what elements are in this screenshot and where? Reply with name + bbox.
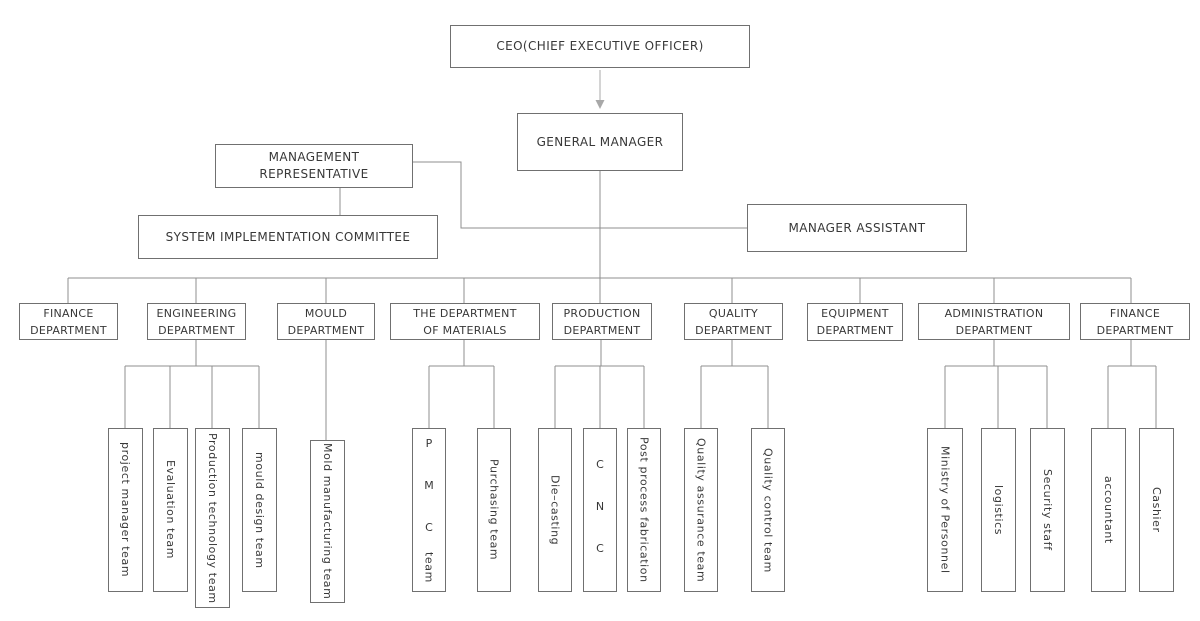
node-manager-assistant-label: MANAGER ASSISTANT bbox=[788, 220, 926, 235]
team-quality-control: Quality control team bbox=[751, 428, 785, 592]
node-ceo-label: CEO(CHIEF EXECUTIVE OFFICER) bbox=[496, 39, 704, 53]
team-mold-manufacturing-label: Mold manufacturing team bbox=[321, 443, 334, 600]
connector-quality-teams bbox=[700, 340, 769, 430]
dept-quality-line2: DEPARTMENT bbox=[695, 323, 772, 337]
team-evaluation: Evaluation team bbox=[153, 428, 188, 592]
dept-engineering-line1: ENGINEERING bbox=[156, 306, 237, 320]
connector-management-representative bbox=[339, 161, 747, 229]
team-cnc-letters: C N C bbox=[593, 457, 607, 563]
team-production-technology-label: Production technology team bbox=[206, 432, 219, 604]
dept-finance-right: FINANCE DEPARTMENT bbox=[1080, 303, 1190, 340]
connector-ceo-to-general-manager bbox=[595, 70, 605, 109]
team-mould-design-label: mould design team bbox=[253, 451, 266, 569]
dept-production: PRODUCTION DEPARTMENT bbox=[552, 303, 652, 340]
node-management-representative: MANAGEMENT REPRESENTATIVE bbox=[215, 144, 413, 188]
team-logistics: logistics bbox=[981, 428, 1016, 592]
dept-engineering-line2: DEPARTMENT bbox=[158, 323, 235, 337]
node-management-representative-line1: MANAGEMENT bbox=[268, 150, 360, 164]
node-manager-assistant: MANAGER ASSISTANT bbox=[747, 204, 967, 252]
dept-mould-line2: DEPARTMENT bbox=[287, 323, 365, 337]
node-general-manager-label: GENERAL MANAGER bbox=[536, 134, 664, 149]
dept-finance-left-line1: FINANCE bbox=[43, 306, 94, 320]
team-post-process-fabrication-label: Post process fabrication bbox=[637, 437, 651, 583]
team-ministry-of-personnel-label: Ministry of Personnel bbox=[938, 446, 952, 574]
node-management-representative-line2: REPRESENTATIVE bbox=[259, 167, 369, 181]
team-quality-assurance: Quality assurance team bbox=[684, 428, 718, 592]
team-logistics-label: logistics bbox=[992, 484, 1005, 536]
dept-equipment-line1: EQUIPMENT bbox=[821, 307, 889, 320]
dept-administration: ADMINISTRATION DEPARTMENT bbox=[918, 303, 1070, 340]
team-post-process-fabrication: Post process fabrication bbox=[627, 428, 661, 592]
team-pmc-suffix: team bbox=[422, 552, 436, 583]
team-pmc-letters: P M C bbox=[422, 437, 436, 543]
team-purchasing-label: Purchasing team bbox=[487, 459, 501, 561]
team-pmc: P M C team bbox=[412, 428, 446, 592]
dept-mould-line1: MOULD bbox=[304, 306, 348, 320]
team-accountant-label: accountant bbox=[1102, 476, 1115, 544]
team-evaluation-label: Evaluation team bbox=[164, 460, 177, 560]
connector-gm-to-departments bbox=[67, 171, 1132, 304]
team-mold-manufacturing: Mold manufacturing team bbox=[310, 440, 345, 603]
dept-mould: MOULD DEPARTMENT bbox=[277, 303, 375, 340]
dept-materials: THE DEPARTMENT OF MATERIALS bbox=[390, 303, 540, 340]
node-system-implementation-committee-label: SYSTEM IMPLEMENTATION COMMITTEE bbox=[165, 229, 411, 244]
node-ceo: CEO(CHIEF EXECUTIVE OFFICER) bbox=[450, 25, 750, 68]
team-cashier: Cashier bbox=[1139, 428, 1174, 592]
dept-finance-left: FINANCE DEPARTMENT bbox=[19, 303, 118, 340]
team-die-casting-label: Die–casting bbox=[548, 474, 562, 546]
dept-finance-left-line2: DEPARTMENT bbox=[30, 323, 107, 337]
team-die-casting: Die–casting bbox=[538, 428, 572, 592]
team-security-staff-label: Security staff bbox=[1041, 469, 1054, 551]
team-accountant: accountant bbox=[1091, 428, 1126, 592]
dept-equipment-line2: DEPARTMENT bbox=[816, 324, 894, 337]
team-project-manager-label: project manager team bbox=[119, 442, 132, 578]
dept-quality-line1: QUALITY bbox=[708, 306, 759, 320]
dept-quality: QUALITY DEPARTMENT bbox=[684, 303, 783, 340]
dept-equipment: EQUIPMENT DEPARTMENT bbox=[807, 303, 903, 341]
dept-materials-line2: OF MATERIALS bbox=[423, 323, 507, 337]
team-production-technology: Production technology team bbox=[195, 428, 230, 608]
dept-finance-right-line2: DEPARTMENT bbox=[1096, 323, 1174, 337]
team-quality-control-label: Quality control team bbox=[761, 447, 775, 573]
connector-finance-right-teams bbox=[1107, 340, 1157, 430]
team-project-manager: project manager team bbox=[108, 428, 143, 592]
dept-materials-line1: THE DEPARTMENT bbox=[413, 306, 517, 320]
dept-finance-right-line1: FINANCE bbox=[1109, 306, 1161, 320]
team-purchasing: Purchasing team bbox=[477, 428, 511, 592]
team-security-staff: Security staff bbox=[1030, 428, 1065, 592]
dept-administration-line1: ADMINISTRATION bbox=[944, 306, 1044, 320]
dept-production-line1: PRODUCTION bbox=[563, 306, 641, 320]
team-cashier-label: Cashier bbox=[1150, 487, 1163, 533]
connector-materials-teams bbox=[428, 340, 495, 430]
team-cnc: C N C bbox=[583, 428, 617, 592]
node-system-implementation-committee: SYSTEM IMPLEMENTATION COMMITTEE bbox=[138, 215, 438, 259]
connector-production-teams bbox=[554, 340, 645, 430]
team-quality-assurance-label: Quality assurance team bbox=[694, 437, 708, 583]
dept-administration-line2: DEPARTMENT bbox=[955, 323, 1033, 337]
team-ministry-of-personnel: Ministry of Personnel bbox=[927, 428, 963, 592]
dept-engineering: ENGINEERING DEPARTMENT bbox=[147, 303, 246, 340]
dept-production-line2: DEPARTMENT bbox=[563, 323, 641, 337]
connector-engineering-teams bbox=[124, 340, 260, 430]
team-mould-design: mould design team bbox=[242, 428, 277, 592]
node-general-manager: GENERAL MANAGER bbox=[517, 113, 683, 171]
connector-administration-teams bbox=[944, 340, 1048, 430]
